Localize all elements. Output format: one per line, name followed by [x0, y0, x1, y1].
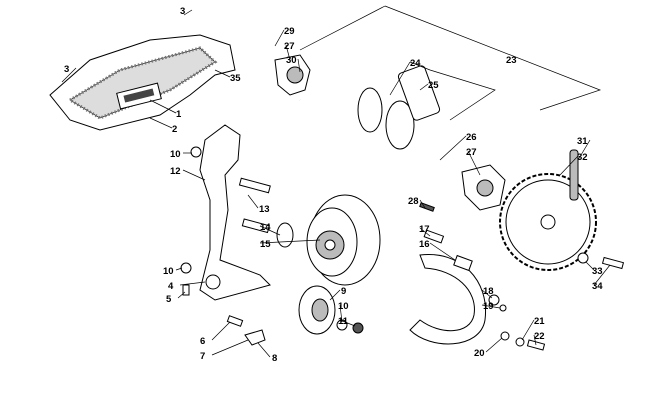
callout-21: 21	[534, 316, 545, 327]
bracket	[180, 124, 294, 301]
callout-31: 31	[577, 136, 588, 147]
callout-10: 10	[163, 266, 174, 277]
idler-and-band	[182, 229, 625, 351]
callout-11: 11	[338, 316, 349, 327]
callout-35: 35	[230, 73, 241, 84]
callout-27: 27	[284, 41, 295, 52]
callout-7: 7	[200, 351, 205, 362]
callout-4: 4	[168, 281, 174, 292]
callout-33: 33	[592, 266, 603, 277]
callout-22: 22	[534, 331, 545, 342]
callout-1: 1	[176, 109, 182, 120]
callout-12: 12	[170, 166, 181, 177]
callout-17: 17	[419, 224, 430, 235]
callout-24: 24	[410, 58, 421, 69]
callout-15: 15	[260, 239, 271, 250]
callout-10: 10	[338, 301, 349, 312]
callout-16: 16	[419, 239, 430, 250]
callout-32: 32	[577, 152, 588, 163]
callout-27: 27	[466, 147, 477, 158]
sprocket	[499, 149, 597, 271]
callout-26: 26	[466, 132, 477, 143]
callout-14: 14	[260, 222, 271, 233]
callout-6: 6	[200, 336, 205, 347]
callout-3: 3	[180, 6, 185, 17]
callout-20: 20	[474, 348, 485, 359]
callout-28: 28	[408, 196, 419, 207]
callout-25: 25	[428, 80, 439, 91]
callout-19: 19	[483, 301, 494, 312]
callout-8: 8	[272, 353, 277, 364]
callout-9: 9	[341, 286, 346, 297]
leader-lines	[61, 5, 611, 358]
callout-10: 10	[170, 149, 181, 160]
driveshaft-assembly	[274, 54, 506, 212]
callout-23: 23	[506, 55, 517, 66]
callout-29: 29	[284, 26, 295, 37]
callout-3: 3	[64, 64, 69, 75]
callouts: 3 3 35 1 2 29 27 30 24 23 25 26 27 28 31…	[64, 6, 603, 364]
callout-2: 2	[172, 124, 177, 135]
callout-18: 18	[483, 286, 494, 297]
clutch-drum	[306, 194, 381, 286]
callout-34: 34	[592, 281, 603, 292]
callout-30: 30	[286, 55, 297, 66]
callout-13: 13	[259, 204, 270, 215]
callout-5: 5	[166, 294, 172, 305]
cover-plate	[49, 34, 236, 131]
